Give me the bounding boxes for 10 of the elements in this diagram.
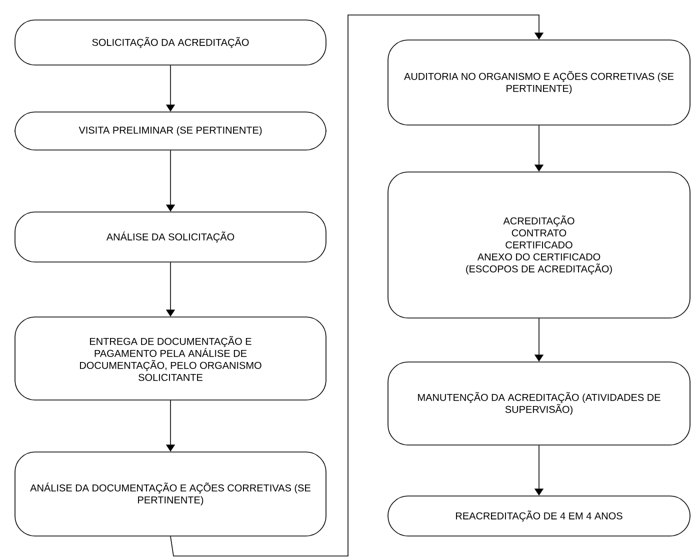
process-box: REACREDITAÇÃO DE 4 EM 4 ANOS <box>388 496 690 536</box>
process-box: VISITA PRELIMINAR (SE PERTINENTE) <box>14 112 326 150</box>
process-box: AUDITORIA NO ORGANISMO E AÇÕES CORRETIVAS (SE PERTINENTE) <box>388 40 690 126</box>
process-box: MANUTENÇÃO DA ACREDITAÇÃO (ATIVIDADES DE SUPERVISÃO) <box>388 362 690 446</box>
arrow <box>170 14 544 556</box>
process-box: ANÁLISE DA SOLICITAÇÃO <box>14 212 326 262</box>
process-box: ACREDITAÇÃO CONTRATO CERTIFICADO ANEXO DO CERTIFICADO (ESCOPOS DE ACREDITAÇÃO) <box>388 172 690 318</box>
process-box: ENTREGA DE DOCUMENTAÇÃO E PAGAMENTO PELA ANÁLISE DE DOCUMENTAÇÃO, PELO ORGANISMO SOLICITANTE <box>14 316 326 400</box>
process-box: SOLICITAÇÃO DA ACREDITAÇÃO <box>14 20 326 66</box>
process-box: ANÁLISE DA DOCUMENTAÇÃO E AÇÕES CORRETIVAS (SE PERTINENTE) <box>14 452 326 536</box>
